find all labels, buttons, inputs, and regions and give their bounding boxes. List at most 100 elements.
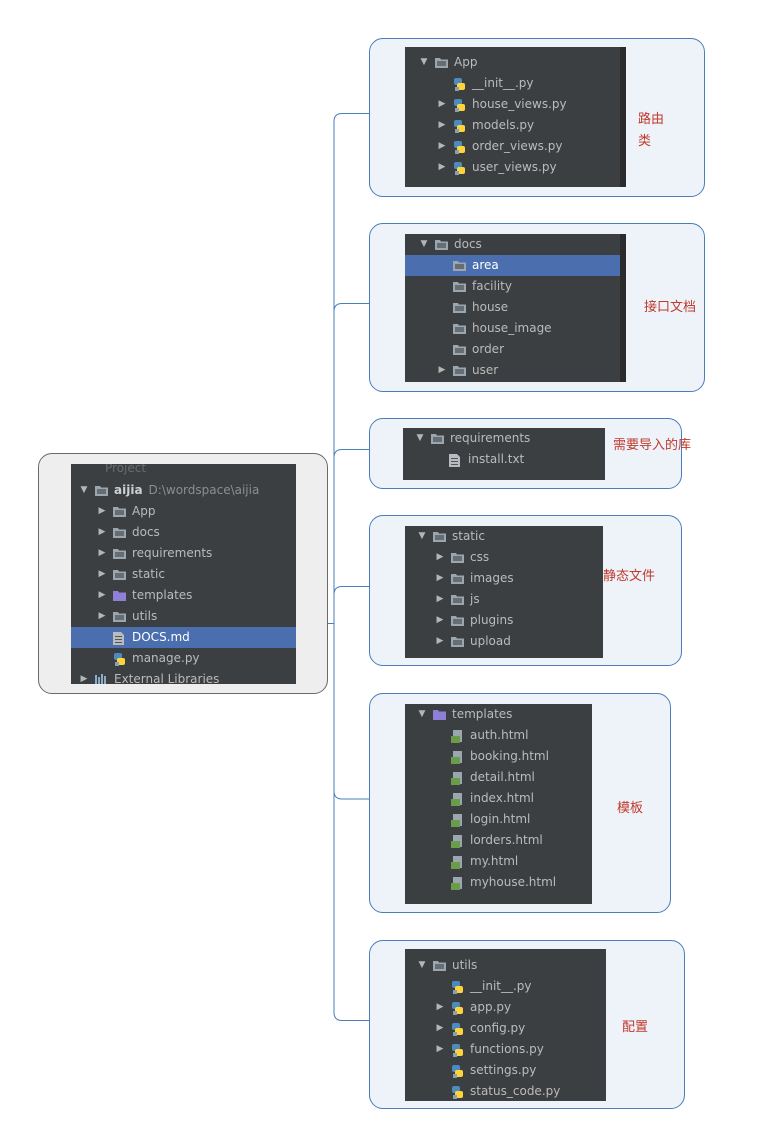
folder-icon (113, 527, 126, 538)
tree-row[interactable]: ▶ app.py (405, 997, 606, 1018)
collapse-arrow-icon[interactable]: ▶ (436, 636, 444, 646)
collapse-arrow-icon[interactable]: ▶ (436, 1044, 444, 1054)
collapse-arrow-icon[interactable]: ▶ (438, 365, 446, 375)
expand-arrow-icon[interactable]: ▼ (418, 960, 426, 970)
tree-row[interactable]: ▶order_views.py (405, 136, 620, 157)
tree-row-text: manage.py (132, 651, 200, 665)
tree-row[interactable]: ▶ requirements (71, 543, 296, 564)
tree-row[interactable]: ▶house_views.py (405, 94, 620, 115)
tree-row[interactable]: settings.py (405, 1060, 606, 1081)
tree-row[interactable]: index.html (405, 788, 592, 809)
collapse-arrow-icon[interactable]: ▶ (438, 99, 446, 109)
tree-row-label: detail.html (470, 767, 535, 788)
tree-row[interactable]: house (405, 297, 620, 318)
expand-arrow-icon[interactable]: ▼ (416, 433, 424, 443)
collapse-arrow-icon[interactable]: ▶ (436, 1002, 444, 1012)
collapse-arrow-icon[interactable]: ▶ (438, 120, 446, 130)
tree-row[interactable]: ▼utils (405, 955, 606, 976)
tree-row[interactable]: __init__.py (405, 976, 606, 997)
collapse-arrow-icon[interactable]: ▶ (98, 569, 106, 579)
tree-row[interactable]: ▶models.py (405, 115, 620, 136)
collapse-arrow-icon[interactable]: ▶ (98, 590, 106, 600)
collapse-arrow-icon[interactable]: ▶ (80, 674, 88, 684)
tree-row[interactable]: ▶user (405, 360, 620, 381)
collapse-arrow-icon[interactable]: ▶ (438, 141, 446, 151)
tree-row[interactable]: ▼templates (405, 704, 592, 725)
tree-row[interactable]: auth.html (405, 725, 592, 746)
tree-row[interactable]: manage.py (71, 648, 296, 669)
collapse-arrow-icon[interactable]: ▶ (438, 162, 446, 172)
folder-icon (435, 239, 448, 250)
tree-row-label: upload (470, 631, 511, 652)
tree-row-text: utils (132, 609, 158, 623)
collapse-arrow-icon[interactable]: ▶ (436, 573, 444, 583)
tree-row[interactable]: order (405, 339, 620, 360)
config-note: 配置 (622, 1020, 649, 1035)
tree-row[interactable]: ▶ templates (71, 585, 296, 606)
tree-row[interactable]: ▶images (405, 568, 603, 589)
tree-row[interactable]: detail.html (405, 767, 592, 788)
tree-row[interactable]: ▶App (71, 501, 296, 522)
folder-tree-panel: ▼utils__init__.py ▶ app.py ▶config.py▶funct… (405, 949, 606, 1101)
tree-row[interactable]: ▶js (405, 589, 603, 610)
tree-row[interactable]: my.html (405, 851, 592, 872)
collapse-arrow-icon[interactable]: ▶ (98, 611, 106, 621)
tree-row-text: requirements (132, 546, 213, 560)
tree-row[interactable]: booking.html (405, 746, 592, 767)
scrollbar[interactable] (620, 234, 626, 382)
tree-row[interactable]: ▶External Libraries (71, 669, 296, 684)
collapse-arrow-icon[interactable]: ▶ (436, 594, 444, 604)
tree-row[interactable]: ▶css (405, 547, 603, 568)
tree-row[interactable]: status_code.py (405, 1081, 606, 1101)
tree-row-text: docs (454, 237, 482, 251)
tree-row[interactable]: lorders.html (405, 830, 592, 851)
collapse-arrow-icon[interactable]: ▶ (436, 552, 444, 562)
tree-row-text: upload (470, 634, 511, 648)
tree-row-text: __init__.py (472, 76, 534, 90)
tree-row[interactable]: ▶ utils (71, 606, 296, 627)
expand-arrow-icon[interactable]: ▼ (420, 57, 428, 67)
tree-row[interactable]: ▼static (405, 526, 603, 547)
tree-row[interactable]: myhouse.html (405, 872, 592, 893)
tree-row[interactable]: area (405, 255, 620, 276)
tree-row[interactable]: install.txt (403, 449, 605, 470)
tree-row-label: install.txt (468, 449, 524, 470)
collapse-arrow-icon[interactable]: ▶ (98, 506, 106, 516)
tree-row[interactable]: __init__.py (405, 73, 620, 94)
tree-row[interactable]: ▼ requirements (403, 428, 605, 449)
tree-row[interactable]: login.html (405, 809, 592, 830)
tree-row[interactable]: ▶ upload (405, 631, 603, 652)
collapse-arrow-icon[interactable]: ▶ (98, 527, 106, 537)
folder-icon (453, 260, 466, 271)
tree-row[interactable]: facility (405, 276, 620, 297)
python-file-icon (453, 162, 466, 175)
tree-row-label: requirements (450, 428, 530, 449)
tree-row-text: house (472, 300, 509, 314)
purple-folder-icon (113, 590, 126, 601)
tree-row[interactable]: ▶static (71, 564, 296, 585)
collapse-arrow-icon[interactable]: ▶ (98, 548, 106, 558)
tree-row[interactable]: ▶docs (71, 522, 296, 543)
tree-row[interactable]: ▼ docs (405, 234, 620, 255)
collapse-arrow-icon[interactable]: ▶ (436, 1023, 444, 1033)
tree-row[interactable]: house_image (405, 318, 620, 339)
python-file-icon (453, 99, 466, 112)
tree-row-label: templates (132, 585, 192, 606)
tree-row[interactable]: ▶plugins (405, 610, 603, 631)
scrollbar[interactable] (620, 47, 626, 187)
tree-row[interactable]: ▼App (405, 52, 620, 73)
expand-arrow-icon[interactable]: ▼ (80, 485, 88, 495)
collapse-arrow-icon[interactable]: ▶ (436, 615, 444, 625)
expand-arrow-icon[interactable]: ▼ (418, 531, 426, 541)
tree-row[interactable]: ▶functions.py (405, 1039, 606, 1060)
branch-connector (333, 1012, 369, 1021)
expand-arrow-icon[interactable]: ▼ (420, 239, 428, 249)
project-header: Project (71, 464, 296, 479)
tree-row[interactable]: ▶user_views.py (405, 157, 620, 178)
tree-row[interactable]: ▶config.py (405, 1018, 606, 1039)
tree-row[interactable]: DOCS.md (71, 627, 296, 648)
expand-arrow-icon[interactable]: ▼ (418, 709, 426, 719)
tree-row-text: app.py (470, 1000, 512, 1014)
tree-row-label: status_code.py (470, 1081, 560, 1101)
